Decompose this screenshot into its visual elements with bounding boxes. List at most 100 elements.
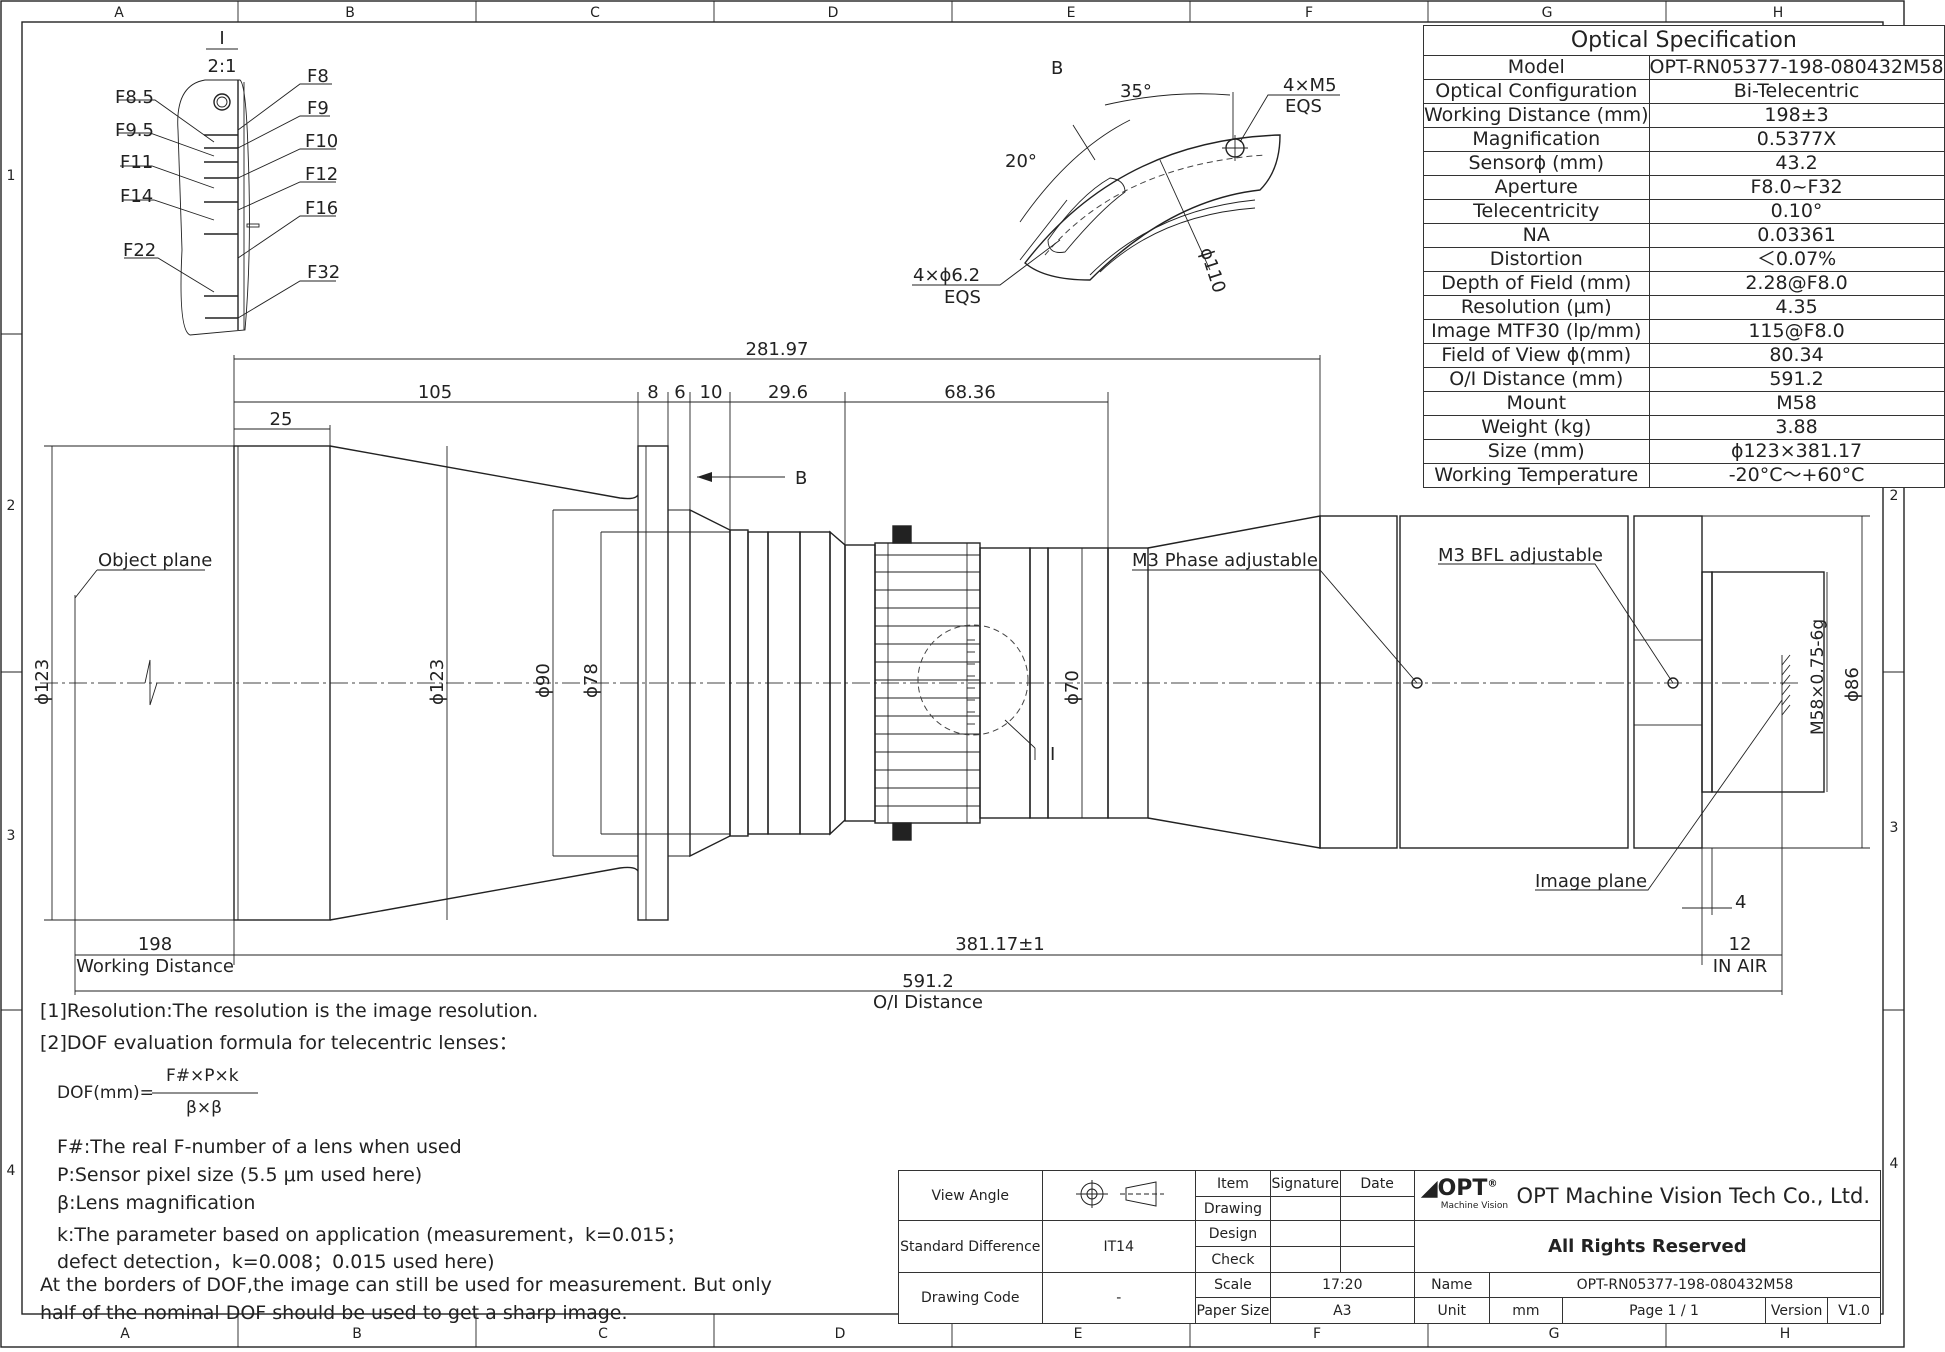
- dim-8: 8: [647, 382, 658, 403]
- dim-oi-distance: O/I Distance: [873, 992, 983, 1013]
- drawing-row-label: Drawing: [1194, 1196, 1271, 1221]
- spec-parameter: Mount: [1423, 391, 1650, 416]
- spec-value: ＜0.07%: [1648, 247, 1945, 272]
- spec-parameter: Size (mm): [1423, 439, 1650, 464]
- slot-callout-eqs: EQS: [944, 287, 981, 308]
- company-name: OPT Machine Vision Tech Co., Ltd.: [1516, 1183, 1870, 1208]
- stop-f8-5: F8.5: [115, 87, 154, 108]
- lens-side-view: Object plane: [40, 445, 1825, 921]
- note-fnumber: F#:The real F-number of a lens when used: [57, 1136, 462, 1158]
- spec-parameter: Optical Configuration: [1423, 79, 1650, 104]
- technical-drawing: A B C D E F G H A B C D E F G H 1 2 3 4 …: [0, 0, 1905, 1348]
- note-half: half of the nominal DOF should be used t…: [40, 1302, 628, 1324]
- angle-20: 20°: [1005, 151, 1037, 172]
- spec-parameter: Distortion: [1423, 247, 1650, 272]
- dim-phi123-mid: ϕ123: [427, 659, 448, 705]
- formula-numerator: F#×P×k: [166, 1066, 239, 1086]
- col-b-bottom: B: [352, 1326, 362, 1342]
- formula-lhs: DOF(mm)=: [57, 1083, 154, 1103]
- stop-f14: F14: [120, 186, 153, 207]
- spec-value: 3.88: [1648, 415, 1945, 440]
- page-value: Page 1 / 1: [1561, 1297, 1767, 1324]
- spec-value: 0.03361: [1648, 223, 1945, 248]
- col-h-top: H: [1773, 5, 1784, 21]
- detail-i-reference: I: [1050, 744, 1055, 765]
- stop-f12: F12: [305, 164, 338, 185]
- hole-callout-eqs: EQS: [1285, 96, 1322, 117]
- spec-parameter: Image MTF30 (lp/mm): [1423, 319, 1650, 344]
- stop-f11: F11: [120, 152, 153, 173]
- dim-phi90: ϕ90: [533, 663, 554, 698]
- spec-value: 115@F8.0: [1648, 319, 1945, 344]
- drawing-sheet: A B C D E F G H A B C D E F G H 1 2 3 4 …: [0, 0, 1905, 1348]
- note-beta: β:Lens magnification: [57, 1192, 256, 1214]
- col-c-bottom: C: [598, 1326, 608, 1342]
- dim-6: 6: [674, 382, 685, 403]
- company-logo: ◢OPT® Machine Vision: [1421, 1178, 1508, 1213]
- spec-row: Working Temperature-20°C～+60°C: [1423, 463, 1945, 488]
- projection-symbol: [1041, 1170, 1196, 1221]
- spec-value: ϕ123×381.17: [1648, 439, 1945, 464]
- spec-value: 80.34: [1648, 343, 1945, 368]
- spec-value: 43.2: [1648, 151, 1945, 176]
- col-g-bottom: G: [1549, 1326, 1560, 1342]
- object-plane-label: Object plane: [98, 550, 212, 571]
- logo-subtitle: Machine Vision: [1440, 1201, 1509, 1212]
- check-row-label: Check: [1194, 1246, 1271, 1273]
- dim-phi123-left: ϕ123: [32, 659, 53, 705]
- spec-value: 0.5377X: [1648, 127, 1945, 152]
- dim-29-6: 29.6: [768, 382, 808, 403]
- stop-f16: F16: [305, 198, 338, 219]
- unit-label: Unit: [1413, 1297, 1490, 1324]
- row-4-left: 4: [7, 1163, 16, 1179]
- dim-10: 10: [700, 382, 723, 403]
- dim-68-36: 68.36: [944, 382, 996, 403]
- col-b-top: B: [345, 5, 355, 21]
- spec-row: Distortion＜0.07%: [1423, 247, 1945, 272]
- date-header: Date: [1339, 1170, 1415, 1197]
- spec-parameter: Telecentricity: [1423, 199, 1650, 224]
- dim-12: 12: [1729, 934, 1752, 955]
- slot-callout: 4×ϕ6.2: [913, 265, 980, 286]
- dim-in-air: IN AIR: [1713, 956, 1768, 977]
- note-k2: defect detection，k=0.008；0.015 used here…: [57, 1251, 495, 1273]
- spec-parameter: NA: [1423, 223, 1650, 248]
- stop-f9-5: F9.5: [115, 120, 154, 141]
- spec-row: Field of View ϕ(mm)80.34: [1423, 343, 1945, 368]
- spec-row: Depth of Field (mm)2.28@F8.0: [1423, 271, 1945, 296]
- dim-phi70: ϕ70: [1062, 670, 1083, 705]
- dimensions: 281.97 105 25 8 6 10 29.6 68.36 B ϕ123 ϕ…: [32, 339, 1870, 1013]
- col-g-top: G: [1542, 5, 1553, 21]
- design-signature: [1269, 1220, 1341, 1247]
- col-d-top: D: [828, 5, 839, 21]
- spec-row: O/I Distance (mm)591.2: [1423, 367, 1945, 392]
- col-a-bottom: A: [120, 1326, 130, 1342]
- note-pixel: P:Sensor pixel size (5.5 μm used here): [57, 1164, 423, 1186]
- dim-4: 4: [1735, 892, 1746, 913]
- dim-198: 198: [138, 934, 172, 955]
- stop-f8: F8: [307, 66, 329, 87]
- dim-thread: M58×0.75-6g: [1808, 619, 1828, 735]
- stop-f9: F9: [307, 98, 329, 119]
- check-date: [1339, 1246, 1415, 1273]
- image-plane-label: Image plane: [1535, 871, 1647, 892]
- spec-title: Optical Specification: [1423, 25, 1945, 56]
- spec-parameter: Resolution (μm): [1423, 295, 1650, 320]
- title-block: View Angle Item Signature Date ◢OPT® Mac…: [898, 1170, 1882, 1324]
- design-date: [1339, 1220, 1415, 1247]
- name-label: Name: [1413, 1272, 1490, 1298]
- stop-f32: F32: [307, 262, 340, 283]
- drawing-signature: [1269, 1196, 1341, 1221]
- detail-scale: 2:1: [208, 56, 237, 77]
- note-k: k:The parameter based on application (me…: [57, 1224, 686, 1246]
- spec-value: 591.2: [1648, 367, 1945, 392]
- stop-f22: F22: [123, 240, 156, 261]
- paper-label: Paper Size: [1194, 1297, 1271, 1324]
- logo-text: OPT: [1437, 1176, 1488, 1202]
- spec-parameter: Aperture: [1423, 175, 1650, 200]
- note-resolution: [1]Resolution:The resolution is the imag…: [40, 1000, 539, 1022]
